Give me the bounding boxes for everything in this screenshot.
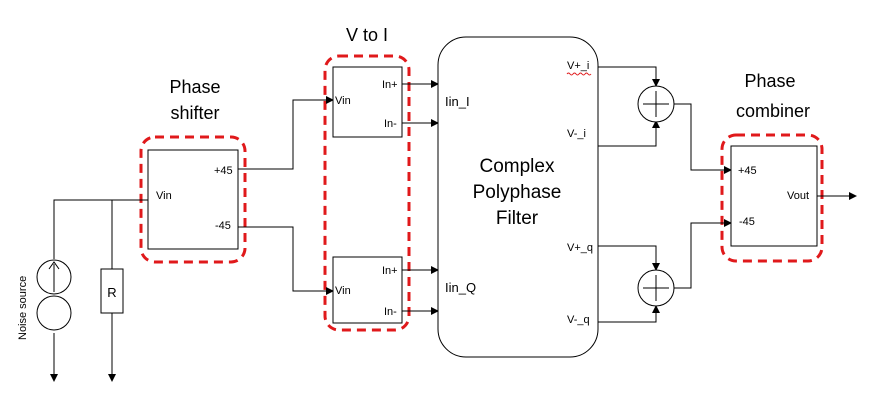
filter-input-i-port: Iin_I	[445, 94, 470, 109]
phase-combiner-title-line2: combiner	[736, 101, 810, 121]
v-to-i-highlight	[323, 54, 411, 332]
v2i-bottom-out-neg-pin: In-	[384, 306, 397, 318]
wire-summer-i-to-combiner	[674, 103, 732, 174]
input-node-wire	[53, 199, 148, 259]
phase-shifter-block	[147, 149, 239, 250]
filter-vpos-i-port: V+_i	[567, 60, 589, 72]
phase-shifter-title-line1: Phase	[169, 77, 220, 97]
v2i-bottom-input-pin: Vin	[335, 285, 351, 297]
filter-title-line1: Complex	[480, 156, 555, 177]
phase-combiner-title-line1: Phase	[744, 71, 795, 91]
v2i-top-input-pin: Vin	[335, 95, 351, 107]
summer-i	[637, 85, 675, 123]
wire-vpos-q-to-summer	[598, 245, 660, 271]
resistor-label: R	[107, 285, 116, 300]
filter-input-q-port: Iin_Q	[445, 280, 476, 295]
noise-source-label: Noise source	[17, 276, 29, 340]
filter-vpos-q-port: V+_q	[567, 242, 593, 254]
resistor	[100, 268, 124, 314]
v2i-top-out-neg-pin: In-	[384, 118, 397, 130]
phase-shifter-out-pos-pin: +45	[214, 165, 233, 177]
wire-summer-q-to-combiner	[674, 219, 732, 289]
v2i-bottom-out-pos-pin: In+	[382, 265, 398, 277]
wire-vneg-q-to-summer	[598, 305, 660, 323]
v2i-top-block	[332, 66, 403, 138]
phase-shifter-input-pin: Vin	[156, 190, 172, 202]
filter-title-line3: Filter	[496, 208, 539, 229]
phase-shifter-out-neg-pin: -45	[215, 220, 231, 232]
phase-combiner-highlight	[720, 133, 824, 263]
combiner-in-neg-pin: -45	[739, 216, 755, 228]
spellcheck-underline	[566, 72, 592, 76]
phase-shifter-title-line2: shifter	[170, 103, 219, 123]
filter-vneg-i-port: V-_i	[567, 128, 586, 140]
combiner-in-pos-pin: +45	[738, 165, 757, 177]
filter-title-line2: Polyphase	[473, 182, 562, 203]
combiner-output-pin: Vout	[787, 190, 809, 202]
noise-source	[36, 259, 72, 331]
wire-minus45-to-v2i-bottom	[238, 226, 334, 295]
summer-q	[637, 269, 675, 307]
wire-plus45-to-v2i-top	[238, 96, 334, 170]
filter-vneg-q-port: V-_q	[567, 314, 590, 326]
v-to-i-title: V to I	[346, 25, 388, 45]
v2i-bottom-block	[332, 256, 403, 324]
wire-vpos-i-to-summer	[598, 66, 660, 87]
v2i-top-out-pos-pin: In+	[382, 79, 398, 91]
complex-polyphase-filter	[437, 36, 599, 358]
wire-vneg-i-to-summer	[598, 120, 660, 147]
